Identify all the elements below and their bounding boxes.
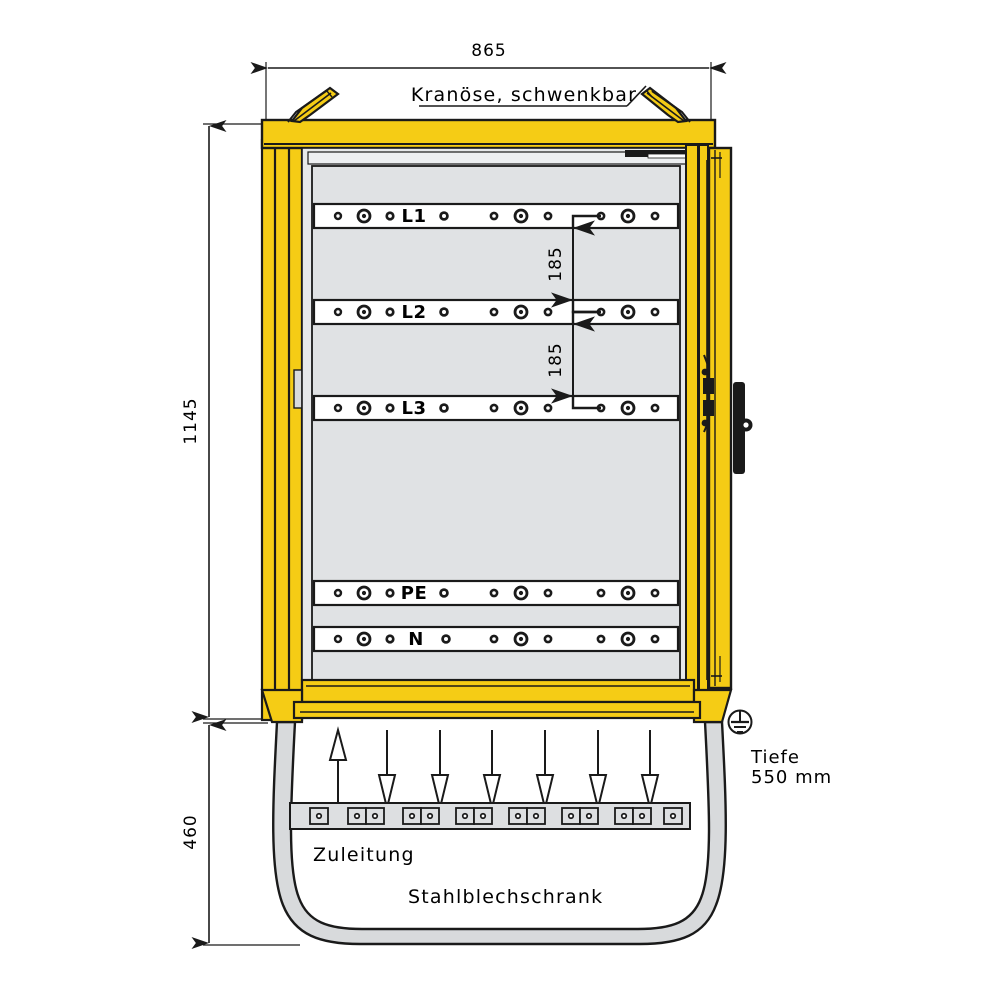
busbar-label-N: N — [408, 629, 424, 650]
busbar-N: N — [312, 625, 680, 653]
busbar-L2: L2 — [312, 298, 680, 326]
arrow-down-incoming-2 — [430, 730, 450, 809]
dimension-base-460: 460 — [181, 718, 300, 950]
cable-entry-arrows — [328, 726, 660, 809]
busbar-label-L1: L1 — [402, 206, 427, 227]
earth-ground-icon — [727, 709, 753, 735]
busbar-PE-holes — [333, 585, 660, 601]
busbar-label-PE: PE — [401, 583, 428, 604]
busbar-L1-holes — [333, 208, 660, 224]
arrow-down-incoming-3 — [482, 730, 502, 809]
dimension-width-865: 865 — [250, 41, 727, 128]
busbar-L3-holes — [333, 400, 660, 416]
crane-eye-icon-right — [640, 86, 691, 124]
crane-eye-icon-left — [287, 86, 340, 124]
crane-eye-annotation: Kranöse, schwenkbar — [411, 84, 637, 106]
busbar-L1: L1 — [312, 202, 680, 230]
dimension-label-185-b: 185 — [546, 342, 566, 377]
zuleitung-terminal-strip — [289, 802, 691, 830]
depth-value: 550 mm — [751, 767, 832, 788]
busbar-label-L2: L2 — [402, 302, 427, 323]
door-latch-mechanism[interactable] — [701, 160, 714, 680]
cabinet-bottom-beam — [260, 678, 733, 724]
arrow-down-incoming-1 — [377, 730, 397, 809]
dimension-label-height: 1145 — [181, 397, 201, 444]
terminal-clamps — [309, 807, 683, 825]
door-handle-icon[interactable] — [733, 382, 753, 474]
supply-line-label: Zuleitung — [313, 844, 415, 866]
arrow-down-incoming-6 — [640, 730, 660, 809]
dimension-label-base: 460 — [181, 814, 201, 849]
busbar-L3: L3 — [312, 394, 680, 422]
cabinet-type-label: Stahlblechschrank — [408, 886, 603, 908]
dimension-label-185-a: 185 — [546, 246, 566, 281]
depth-label: Tiefe — [750, 747, 800, 768]
dimension-busbar-spacing-2: 185 — [546, 310, 601, 410]
crane-eye-leader-line — [419, 85, 647, 107]
busbar-N-holes — [333, 631, 660, 647]
busbar-L2-holes — [333, 304, 660, 320]
cabinet-left-frame — [260, 138, 304, 722]
dimension-height-1145: 1145 — [181, 119, 268, 724]
arrow-down-incoming-4 — [535, 730, 555, 809]
door-top-edge-detail — [625, 150, 694, 159]
arrow-up-outgoing — [328, 726, 348, 808]
cabinet-top-beam — [260, 118, 717, 150]
busbar-label-L3: L3 — [402, 398, 427, 419]
busbar-PE: PE — [312, 579, 680, 607]
arrow-down-incoming-5 — [588, 730, 608, 809]
dimension-label-width: 865 — [471, 41, 506, 61]
